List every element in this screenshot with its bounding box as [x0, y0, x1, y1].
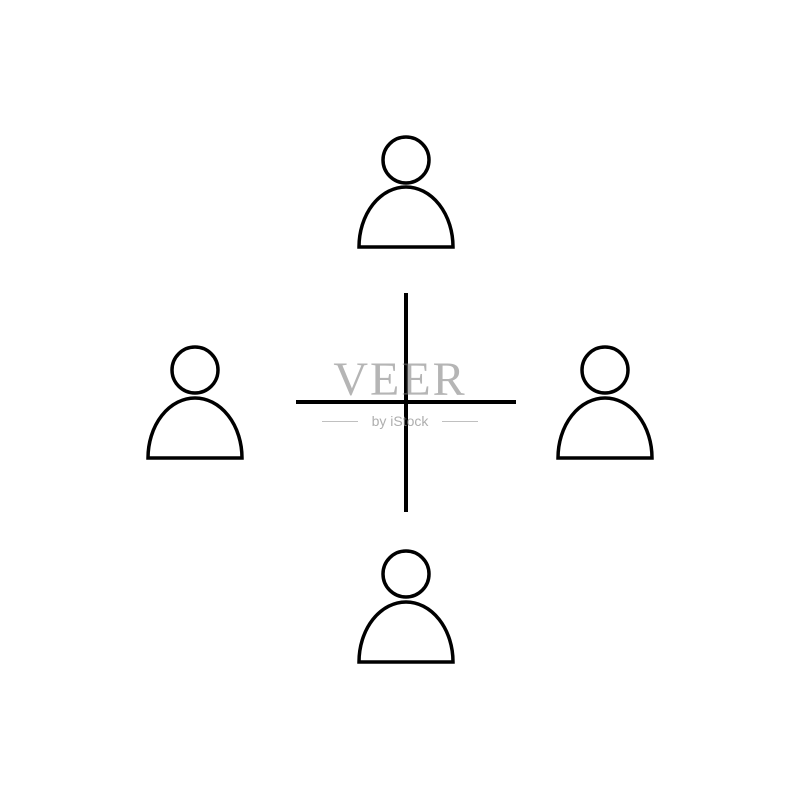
center-cross [296, 293, 516, 512]
person-icon-left [146, 345, 244, 460]
person-icon-top [357, 135, 455, 249]
person-icon-bottom [357, 549, 455, 664]
person-icon-right [556, 345, 654, 460]
